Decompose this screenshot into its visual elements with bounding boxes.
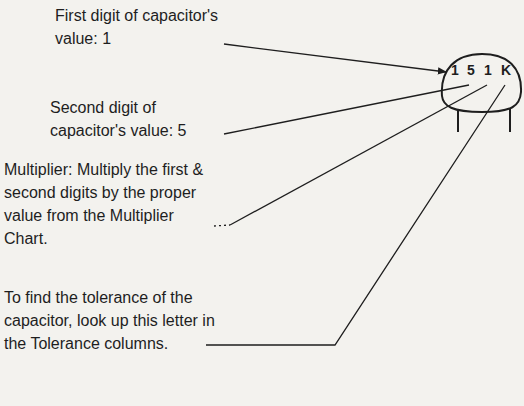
leader-lines (206, 44, 505, 345)
callout-text: First digit of capacitor's value: 1 (55, 4, 223, 50)
marking-digit: 5 (467, 62, 475, 78)
marking-letter: K (501, 62, 511, 78)
marking-digit: 1 (451, 62, 459, 78)
callout-text: Second digit of capacitor's value: 5 (50, 96, 222, 142)
marking-digit: 1 (484, 62, 492, 78)
callout-text: Multiplier: Multiply the first & second … (4, 158, 210, 250)
callout-text: To find the tolerance of the capacitor, … (4, 286, 226, 355)
